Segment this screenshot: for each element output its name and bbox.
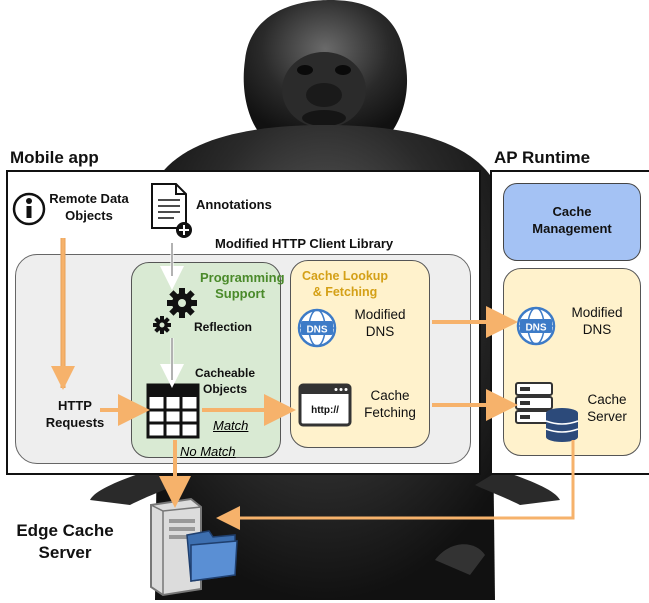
http-requests-label: HTTP Requests <box>45 398 105 430</box>
ap-runtime-title: AP Runtime <box>494 148 591 167</box>
modified-dns-label: Modified DNS <box>354 307 406 339</box>
cache-fetching-label: Cache Fetching <box>364 388 416 420</box>
cache-server-label: Cache Server <box>587 392 627 424</box>
cache-management-box <box>503 183 641 261</box>
library-title: Modified HTTP Client Library <box>215 236 394 251</box>
cache-server-icon <box>515 382 579 442</box>
ap-modified-dns-label: Modified DNS <box>571 305 623 337</box>
match-label: Match <box>213 418 249 433</box>
svg-text:http://: http:// <box>311 405 339 416</box>
remote-data-objects-label: Remote Data Objects <box>49 191 129 223</box>
edge-server-icon <box>150 497 238 597</box>
cache-management-label: Cache Management <box>532 204 612 236</box>
dns-globe-icon-ap: DNS <box>516 306 556 346</box>
cache-lookup-panel <box>290 260 430 448</box>
table-icon <box>146 383 200 439</box>
cacheable-objects-label: Cacheable Objects <box>194 366 256 396</box>
edge-cache-server-label: Edge Cache Server <box>16 521 114 562</box>
document-add-icon <box>151 183 192 238</box>
annotations-label: Annotations <box>196 197 272 212</box>
dns-globe-icon: DNS <box>297 308 337 348</box>
info-icon <box>12 192 46 226</box>
programming-support-label: Programming Support <box>200 270 285 301</box>
svg-text:DNS: DNS <box>306 325 327 336</box>
cache-lookup-label: Cache Lookup & Fetching <box>301 269 389 299</box>
no-match-label: No Match <box>180 444 236 459</box>
reflection-label: Reflection <box>194 320 253 334</box>
browser-http-icon: http:// <box>298 383 352 427</box>
mobile-app-title: Mobile app <box>10 148 99 167</box>
svg-text:DNS: DNS <box>525 323 546 334</box>
gears-icon <box>153 288 197 334</box>
